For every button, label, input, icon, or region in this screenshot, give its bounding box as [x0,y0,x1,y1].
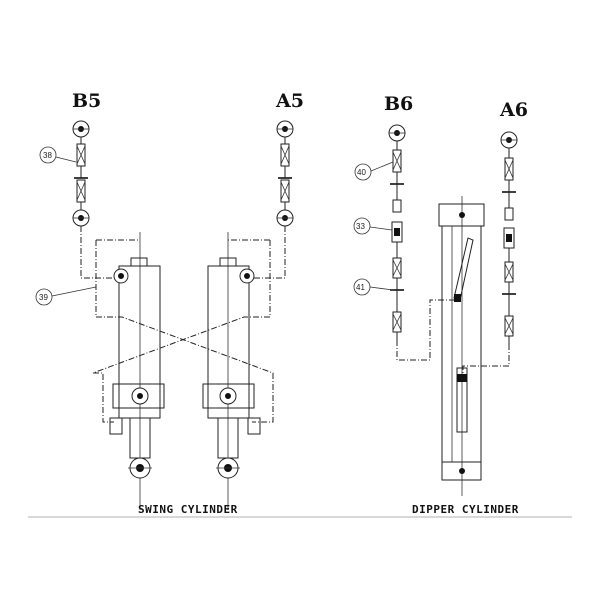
hose-assembly-a6 [500,131,518,344]
swing-cylinder-right [202,232,261,510]
caption-dipper-cylinder: DIPPER CYLINDER [412,503,519,516]
swing-hose-routing [80,226,286,423]
dipper-hose-routing [396,299,510,378]
svg-text:40: 40 [357,168,366,177]
hose-assembly-b5 [72,120,90,227]
callout-41: 41 [353,278,394,296]
svg-text:33: 33 [356,222,365,231]
dipper-cylinder [438,196,485,496]
svg-text:39: 39 [39,293,48,302]
svg-text:41: 41 [356,283,365,292]
swing-cylinder-left [109,232,165,510]
hose-assembly-a5 [276,120,294,227]
caption-swing-cylinder: SWING CYLINDER [138,503,238,516]
port-label-b6: B6 [384,93,413,115]
callout-39: 39 [35,286,97,306]
callout-40: 40 [354,161,394,181]
hose-assembly-b6 [388,124,406,340]
callout-33: 33 [353,217,393,235]
port-label-a5: A5 [275,90,304,112]
port-label-b5: B5 [72,90,101,112]
svg-text:38: 38 [43,151,52,160]
port-label-a6: A6 [499,99,528,121]
callout-38: 38 [39,146,77,164]
